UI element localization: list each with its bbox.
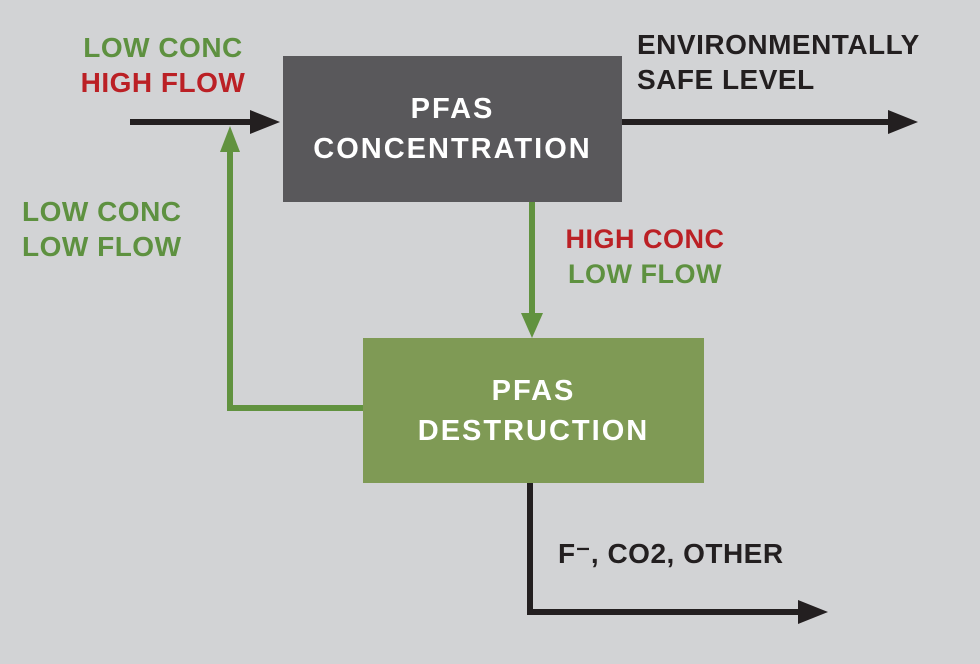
influent-label-line1: LOW CONC — [83, 32, 243, 63]
influent-label-line2: HIGH FLOW — [80, 67, 246, 98]
products-label-text: F⁻, CO2, OTHER — [558, 538, 784, 569]
pfas-destruction-label-line2: DESTRUCTION — [417, 414, 650, 447]
concentrate-arrow — [521, 202, 543, 338]
effluent-label: ENVIRONMENTALLY SAFE LEVEL — [637, 27, 920, 97]
recycle-label-line2: LOW FLOW — [22, 231, 182, 262]
concentrate-label-line1: HIGH CONC — [565, 224, 725, 254]
products-arrow — [527, 483, 828, 624]
pfas-destruction-label-line1: PFAS — [491, 374, 576, 407]
recycle-label-line1: LOW CONC — [22, 196, 182, 227]
influent-arrow — [130, 110, 280, 134]
concentrate-label: HIGH CONC LOW FLOW — [545, 222, 745, 292]
pfas-concentration-box: PFAS CONCENTRATION — [283, 56, 622, 202]
pfas-destruction-box: PFAS DESTRUCTION — [363, 338, 704, 483]
pfas-concentration-label-line2: CONCENTRATION — [313, 133, 592, 165]
recycle-arrow — [220, 126, 364, 411]
recycle-label: LOW CONC LOW FLOW — [22, 194, 182, 264]
influent-label: LOW CONC HIGH FLOW — [38, 30, 288, 100]
concentrate-label-line2: LOW FLOW — [568, 259, 722, 289]
effluent-arrow — [622, 110, 918, 134]
effluent-label-line2: SAFE LEVEL — [637, 64, 815, 95]
effluent-label-line1: ENVIRONMENTALLY — [637, 29, 920, 60]
pfas-concentration-label-line1: PFAS — [410, 93, 495, 125]
products-label: F⁻, CO2, OTHER — [558, 536, 784, 571]
